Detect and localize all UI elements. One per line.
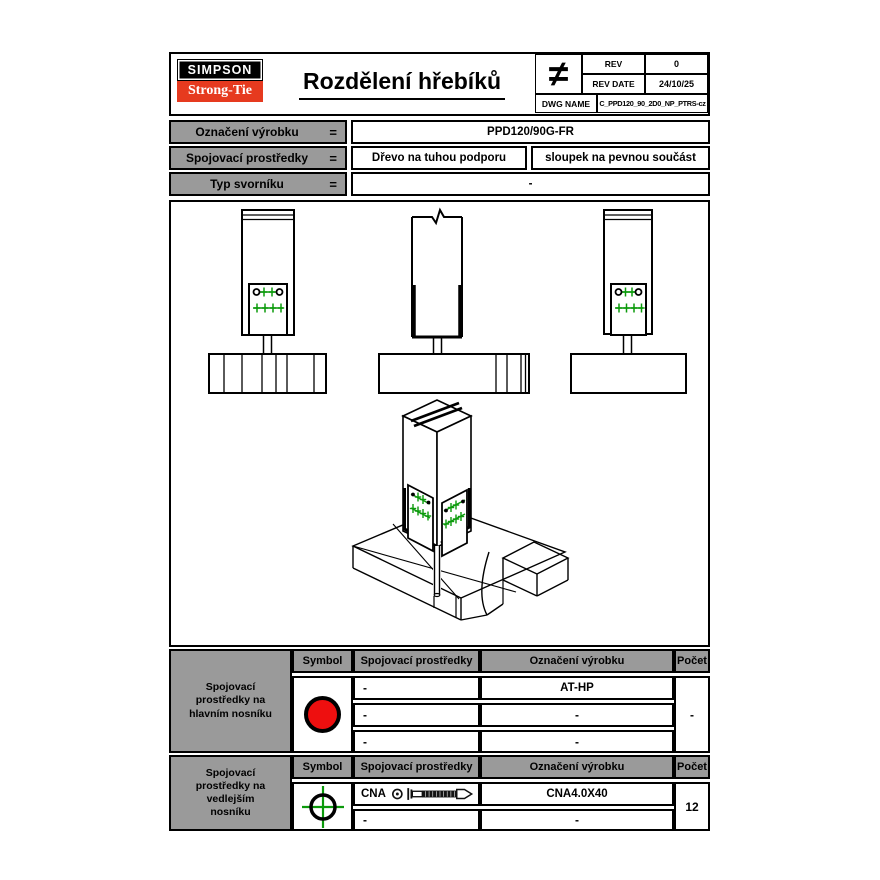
fastener-cell: CNA <box>353 782 480 806</box>
column-header-count: Počet <box>674 649 710 673</box>
nail-icon <box>391 788 474 800</box>
product-cell: - <box>480 809 674 831</box>
not-equal-icon: ≠ <box>535 54 582 94</box>
equals-sign: = <box>329 150 337 166</box>
column-header-symbol: Symbol <box>292 755 353 779</box>
fastener-cell: - <box>353 676 480 700</box>
label-text: Spojovací prostředky <box>185 151 309 165</box>
column-header-fasteners: Spojovací prostředky <box>353 755 480 779</box>
fastener-name: CNA <box>361 788 386 800</box>
drawing-area <box>169 200 710 647</box>
fastener-cell: - <box>353 730 480 753</box>
product-cell: - <box>480 730 674 753</box>
column-header-count: Počet <box>674 755 710 779</box>
fasteners-label: Spojovací prostředky = <box>169 146 347 170</box>
rev-date-value: 24/10/25 <box>645 74 708 94</box>
column-header-symbol: Symbol <box>292 649 353 673</box>
fastener-cell: - <box>353 703 480 727</box>
side-view-with-break <box>378 207 530 394</box>
title-block: SIMPSON Strong-Tie Rozdělení hřebíků ≠ R… <box>169 52 710 116</box>
table-row-label: Spojovací prostředky na hlavním nosníku <box>169 649 292 753</box>
red-circle-icon <box>304 696 341 733</box>
table-row-label: Spojovací prostředky na vedlejším nosník… <box>169 755 292 831</box>
count-cell: - <box>674 676 710 753</box>
product-designation-label: Označení výrobku = <box>169 120 347 144</box>
column-header-fasteners: Spojovací prostředky <box>353 649 480 673</box>
front-view-secondary-member <box>570 209 687 394</box>
isometric-view <box>351 399 570 621</box>
title-area: Rozdělení hřebíků <box>267 54 537 113</box>
rev-date-label: REV DATE <box>582 74 645 94</box>
rev-value: 0 <box>645 54 708 74</box>
simpson-strongtie-logo: SIMPSON Strong-Tie <box>177 59 263 102</box>
technical-drawing <box>208 207 687 621</box>
bolt-type-value: - <box>351 172 710 196</box>
crosshair-icon <box>301 785 344 828</box>
drawing-sheet: SIMPSON Strong-Tie Rozdělení hřebíků ≠ R… <box>169 52 710 831</box>
nail-head-icon <box>391 788 403 800</box>
label-text: Označení výrobku <box>195 125 299 139</box>
page-title: Rozdělení hřebíků <box>298 68 506 100</box>
front-view-main-member <box>208 209 327 394</box>
logo-simpson-text: SIMPSON <box>177 59 263 81</box>
count-cell: 12 <box>674 782 710 831</box>
fastener-cell: - <box>353 809 480 831</box>
symbol-cell <box>292 782 353 831</box>
product-cell: CNA4.0X40 <box>480 782 674 806</box>
equals-sign: = <box>329 124 337 140</box>
rev-label: REV <box>582 54 645 74</box>
logo-strongtie-text: Strong-Tie <box>177 81 263 102</box>
product-cell: - <box>480 703 674 727</box>
equals-sign: = <box>329 176 337 192</box>
fasteners-value-left: Dřevo na tuhou podporu <box>351 146 527 170</box>
dwg-name-label: DWG NAME <box>535 94 597 113</box>
bolt-type-label: Typ svorníku = <box>169 172 347 196</box>
column-header-product: Označení výrobku <box>480 755 674 779</box>
symbol-cell <box>292 676 353 753</box>
label-text: Typ svorníku <box>210 177 284 191</box>
product-designation-value: PPD120/90G-FR <box>351 120 710 144</box>
revision-block: ≠ REV 0 REV DATE 24/10/25 DWG NAME C_PPD… <box>535 54 708 113</box>
fasteners-value-right: sloupek na pevnou součást <box>531 146 710 170</box>
column-header-product: Označení výrobku <box>480 649 674 673</box>
product-cell: AT-HP <box>480 676 674 700</box>
dwg-name-value: C_PPD120_90_2D0_NP_PTRS-cz <box>597 94 708 113</box>
